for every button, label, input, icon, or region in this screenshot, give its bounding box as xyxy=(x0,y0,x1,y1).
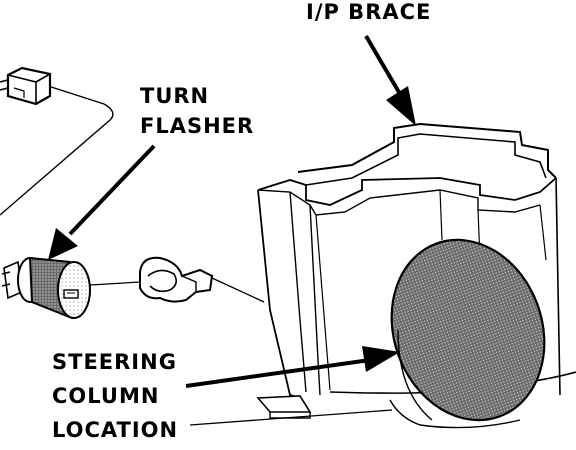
mount-line xyxy=(211,277,265,303)
wire-harness xyxy=(0,84,114,216)
ground-line xyxy=(189,409,393,426)
label-column: COLUMN xyxy=(52,384,160,408)
label-flasher: FLASHER xyxy=(140,114,255,138)
label-turn: TURN xyxy=(140,84,210,108)
turn-flasher-unit xyxy=(1,256,91,320)
connector-line xyxy=(89,281,141,286)
label-ip-brace: I/P BRACE xyxy=(306,0,432,24)
wire-connector xyxy=(0,66,52,106)
label-steering: STEERING xyxy=(52,350,177,374)
flasher-mount-clip xyxy=(139,256,214,303)
label-location: LOCATION xyxy=(52,418,179,442)
steering-column-opening xyxy=(390,238,546,422)
arrow-steering-column xyxy=(185,346,400,388)
arrow-ip-brace xyxy=(364,34,416,126)
arrow-turn-flasher xyxy=(48,144,156,260)
